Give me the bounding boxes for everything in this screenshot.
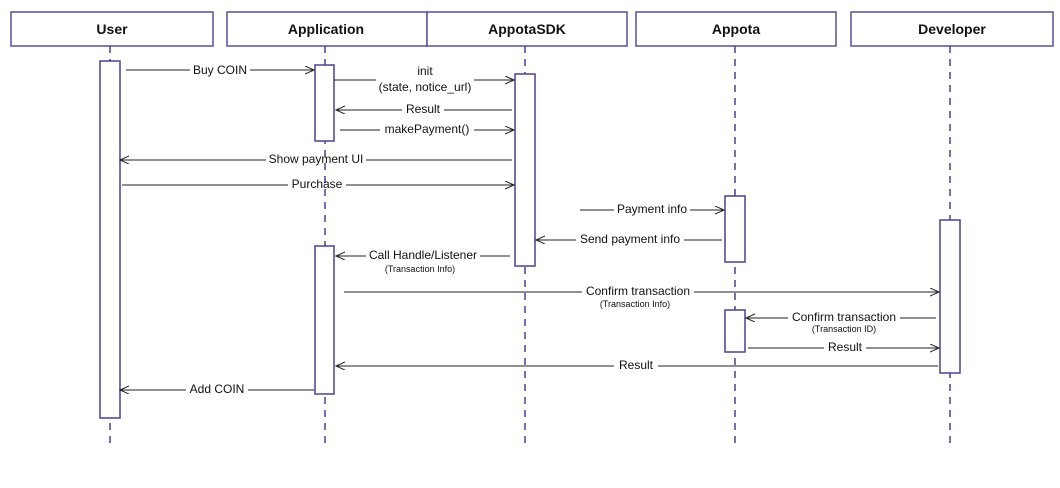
participant-label-developer: Developer bbox=[918, 21, 986, 37]
activation-developer bbox=[939, 219, 961, 374]
message-sublabel-confirm-transaction-1: (Transaction Info) bbox=[600, 299, 670, 309]
activation-application-2 bbox=[314, 245, 335, 395]
message-label-send-payment-info: Send payment info bbox=[580, 232, 680, 246]
message-label-confirm-transaction-2: Confirm transaction bbox=[792, 310, 896, 324]
message-label-init: init bbox=[417, 64, 433, 78]
message-label-add-coin: Add COIN bbox=[190, 382, 245, 396]
message-sublabel-init: (state, notice_url) bbox=[379, 80, 472, 94]
message-label-confirm-transaction-1: Confirm transaction bbox=[586, 284, 690, 298]
activation-appota-1 bbox=[724, 195, 746, 263]
activation-appota-2 bbox=[724, 309, 746, 353]
message-label-buy-coin: Buy COIN bbox=[193, 63, 247, 77]
participant-appota: Appota bbox=[635, 11, 837, 47]
participant-developer: Developer bbox=[850, 11, 1054, 47]
message-label-result-2: Result bbox=[828, 340, 863, 354]
message-sublabel-call-handle: (Transaction Info) bbox=[385, 264, 455, 274]
message-label-purchase: Purchase bbox=[292, 177, 343, 191]
participant-label-user: User bbox=[96, 21, 128, 37]
message-label-result-3: Result bbox=[619, 358, 654, 372]
participant-application: Application bbox=[226, 11, 428, 47]
participant-label-appota: Appota bbox=[712, 21, 760, 37]
activation-user bbox=[99, 60, 121, 419]
activation-appotasdk bbox=[514, 73, 536, 267]
participant-user: User bbox=[10, 11, 214, 47]
message-sublabel-confirm-transaction-2: (Transaction ID) bbox=[812, 324, 876, 334]
message-label-call-handle: Call Handle/Listener bbox=[369, 248, 477, 262]
message-label-payment-info: Payment info bbox=[617, 202, 687, 216]
message-label-make-payment: makePayment() bbox=[385, 122, 470, 136]
activation-application-1 bbox=[314, 64, 335, 142]
participant-label-appotasdk: AppotaSDK bbox=[488, 21, 566, 37]
message-label-result-1: Result bbox=[406, 102, 441, 116]
message-label-show-payment-ui: Show payment UI bbox=[269, 152, 364, 166]
participant-appotasdk: AppotaSDK bbox=[426, 11, 628, 47]
participant-label-application: Application bbox=[288, 21, 364, 37]
